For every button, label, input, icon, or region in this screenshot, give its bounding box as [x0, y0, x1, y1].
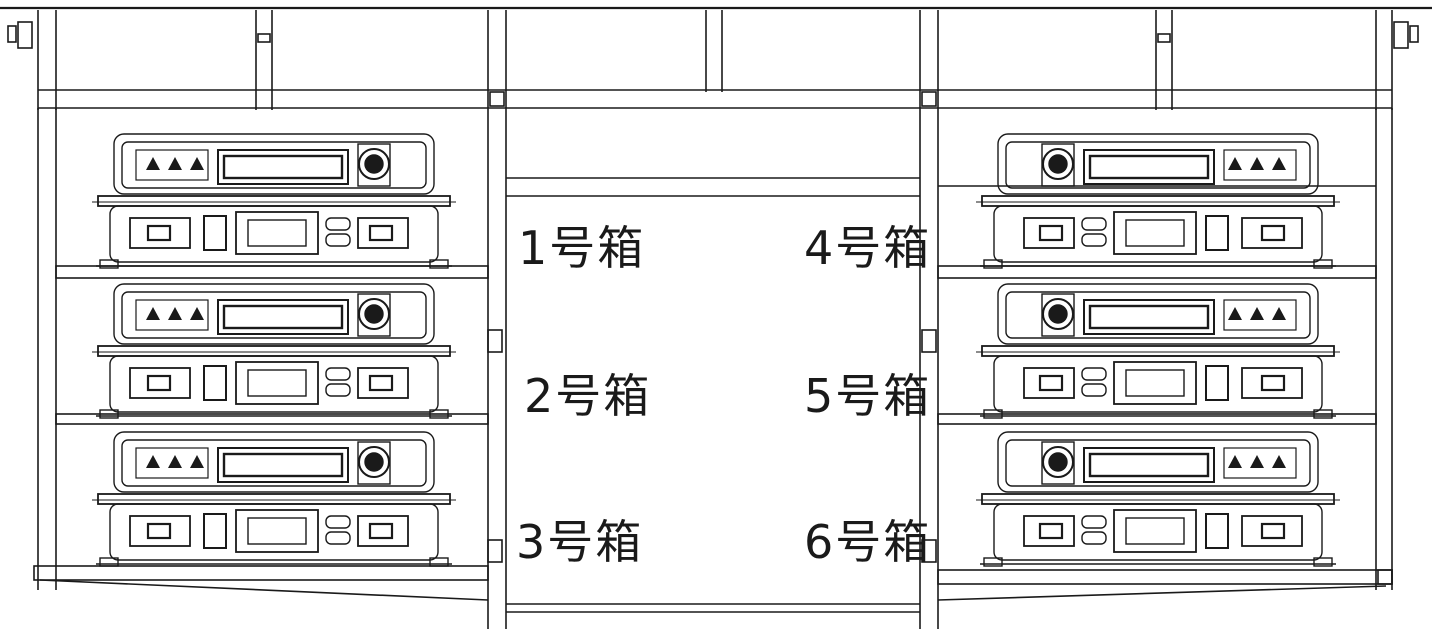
label-box-3: 3号箱 [516, 515, 644, 569]
label-box-6: 6号箱 [804, 515, 932, 569]
battery-box-5 [976, 283, 1340, 419]
battery-box-3 [92, 431, 456, 567]
battery-box-6 [976, 431, 1340, 567]
battery-box-2 [92, 283, 456, 419]
label-box-5: 5号箱 [804, 369, 932, 423]
battery-box-1 [92, 133, 456, 269]
battery-boxes [92, 133, 1340, 567]
label-box-2: 2号箱 [524, 369, 652, 423]
label-box-4: 4号箱 [804, 221, 932, 275]
label-box-1: 1号箱 [518, 221, 646, 275]
rack-frame [0, 6, 1432, 629]
battery-box-4 [976, 133, 1340, 269]
